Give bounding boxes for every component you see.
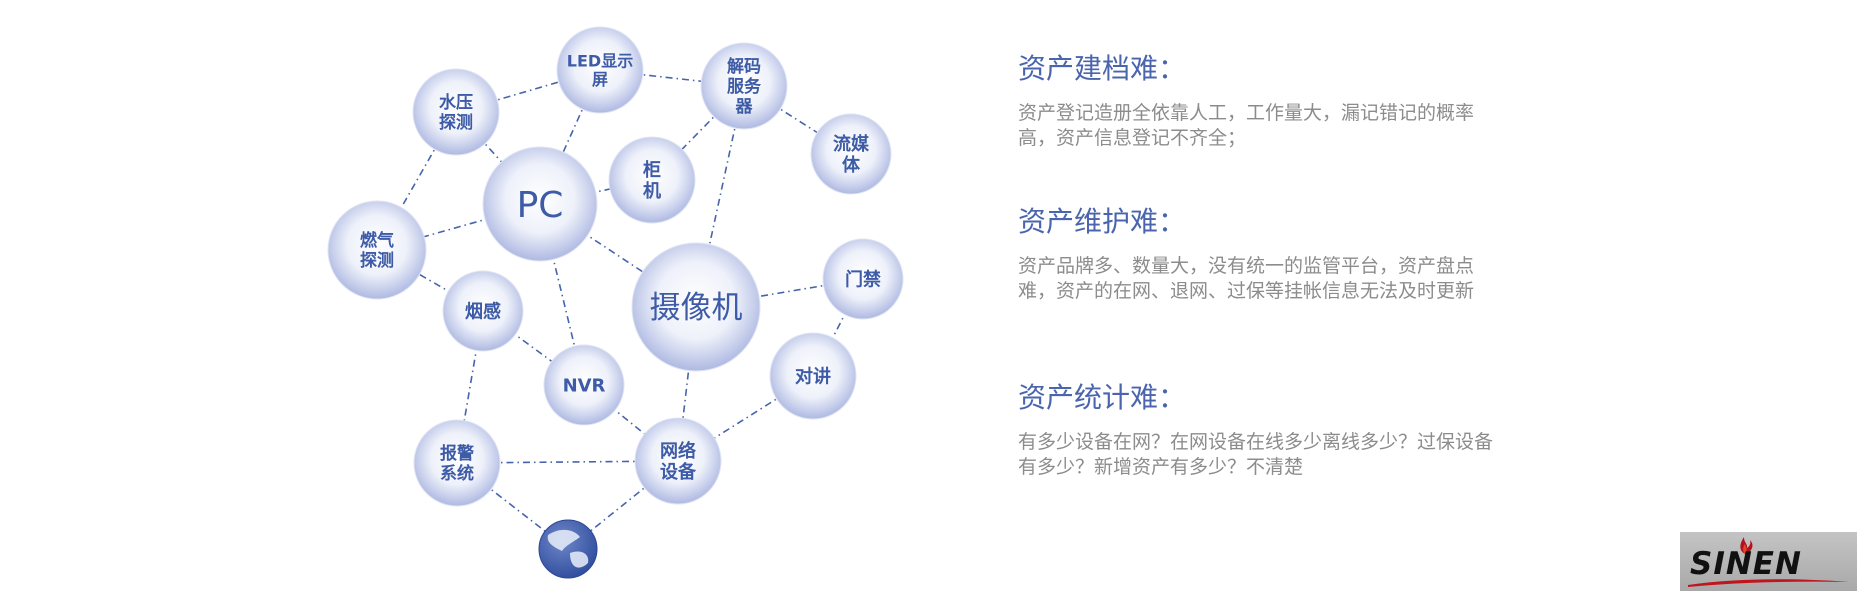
node-label: 柜机 — [643, 159, 661, 202]
node-bubble — [543, 344, 625, 426]
edge-camera-netdev — [677, 306, 697, 462]
node-stream: 流媒体 — [810, 113, 892, 195]
node-bubble — [769, 332, 857, 420]
panel-title: 资产建档难： — [1018, 52, 1187, 85]
node-alarm: 报警系统 — [413, 419, 501, 507]
node-label: 网络设备 — [660, 440, 697, 483]
node-label: 报警系统 — [440, 443, 474, 484]
node-water: 水压探测 — [412, 68, 500, 156]
node-label: 门禁 — [845, 268, 881, 290]
node-label: 摄像机 — [650, 290, 743, 326]
node-decode: 解码服务器 — [700, 42, 788, 130]
node-led: LED显示屏 — [556, 26, 644, 114]
node-bubble — [631, 242, 761, 372]
node-label: LED显示屏 — [567, 51, 633, 89]
node-bubble — [634, 417, 722, 505]
node-label: 烟感 — [465, 300, 501, 322]
logo-wordmark: SINEN — [1690, 546, 1802, 582]
panel-title: 资产维护难： — [1018, 205, 1187, 238]
node-bubble — [413, 419, 501, 507]
node-bubble — [412, 68, 500, 156]
node-label: 水压探测 — [439, 92, 473, 133]
panel-asset-maintenance: 资产维护难： 资产品牌多、数量大，没有统一的监管平台，资产盘点难，资产的在网、退… — [1018, 200, 1510, 304]
node-netdev: 网络设备 — [634, 417, 722, 505]
node-smoke: 烟感 — [442, 270, 524, 352]
node-label: 流媒体 — [833, 133, 870, 176]
node-camera: 摄像机 — [631, 242, 761, 372]
node-pc: PC — [482, 146, 598, 262]
node-bubble — [482, 146, 598, 262]
node-label: 对讲 — [795, 365, 831, 387]
globe-icon — [538, 519, 598, 579]
node-gas: 燃气探测 — [327, 200, 427, 300]
node-label: 燃气探测 — [360, 230, 394, 271]
node-bubble — [608, 136, 696, 224]
node-bubble — [556, 26, 644, 114]
node-intercom: 对讲 — [769, 332, 857, 420]
node-cabinet: 柜机 — [608, 136, 696, 224]
node-bubble — [700, 42, 788, 130]
node-label: NVR — [563, 375, 606, 396]
swoosh-icon — [1688, 579, 1849, 587]
node-bubble — [810, 113, 892, 195]
node-bubble — [822, 238, 904, 320]
panel-asset-archiving: 资产建档难： 资产登记造册全依靠人工，工作量大，漏记错记的概率高，资产信息登记不… — [1018, 47, 1510, 151]
node-label: PC — [517, 185, 564, 226]
panel-body: 资产登记造册全依靠人工，工作量大，漏记错记的概率高，资产信息登记不齐全； — [1018, 102, 1475, 149]
flame-icon — [1740, 537, 1753, 554]
panel-asset-statistics: 资产统计难： 有多少设备在网？在网设备在线多少离线多少？过保设备有多少？新增资产… — [1018, 376, 1510, 480]
node-bubble — [327, 200, 427, 300]
company-logo: SINEN — [1680, 532, 1857, 591]
node-label: 解码服务器 — [727, 56, 762, 117]
node-nvr: NVR — [543, 344, 625, 426]
node-bubble — [442, 270, 524, 352]
node-door: 门禁 — [822, 238, 904, 320]
panel-body: 资产品牌多、数量大，没有统一的监管平台，资产盘点难，资产的在网、退网、过保等挂帐… — [1018, 255, 1475, 302]
panel-body: 有多少设备在网？在网设备在线多少离线多少？过保设备有多少？新增资产有多少？不清楚 — [1018, 431, 1494, 478]
panel-title: 资产统计难： — [1018, 381, 1187, 414]
edge-smoke-alarm — [456, 310, 484, 464]
